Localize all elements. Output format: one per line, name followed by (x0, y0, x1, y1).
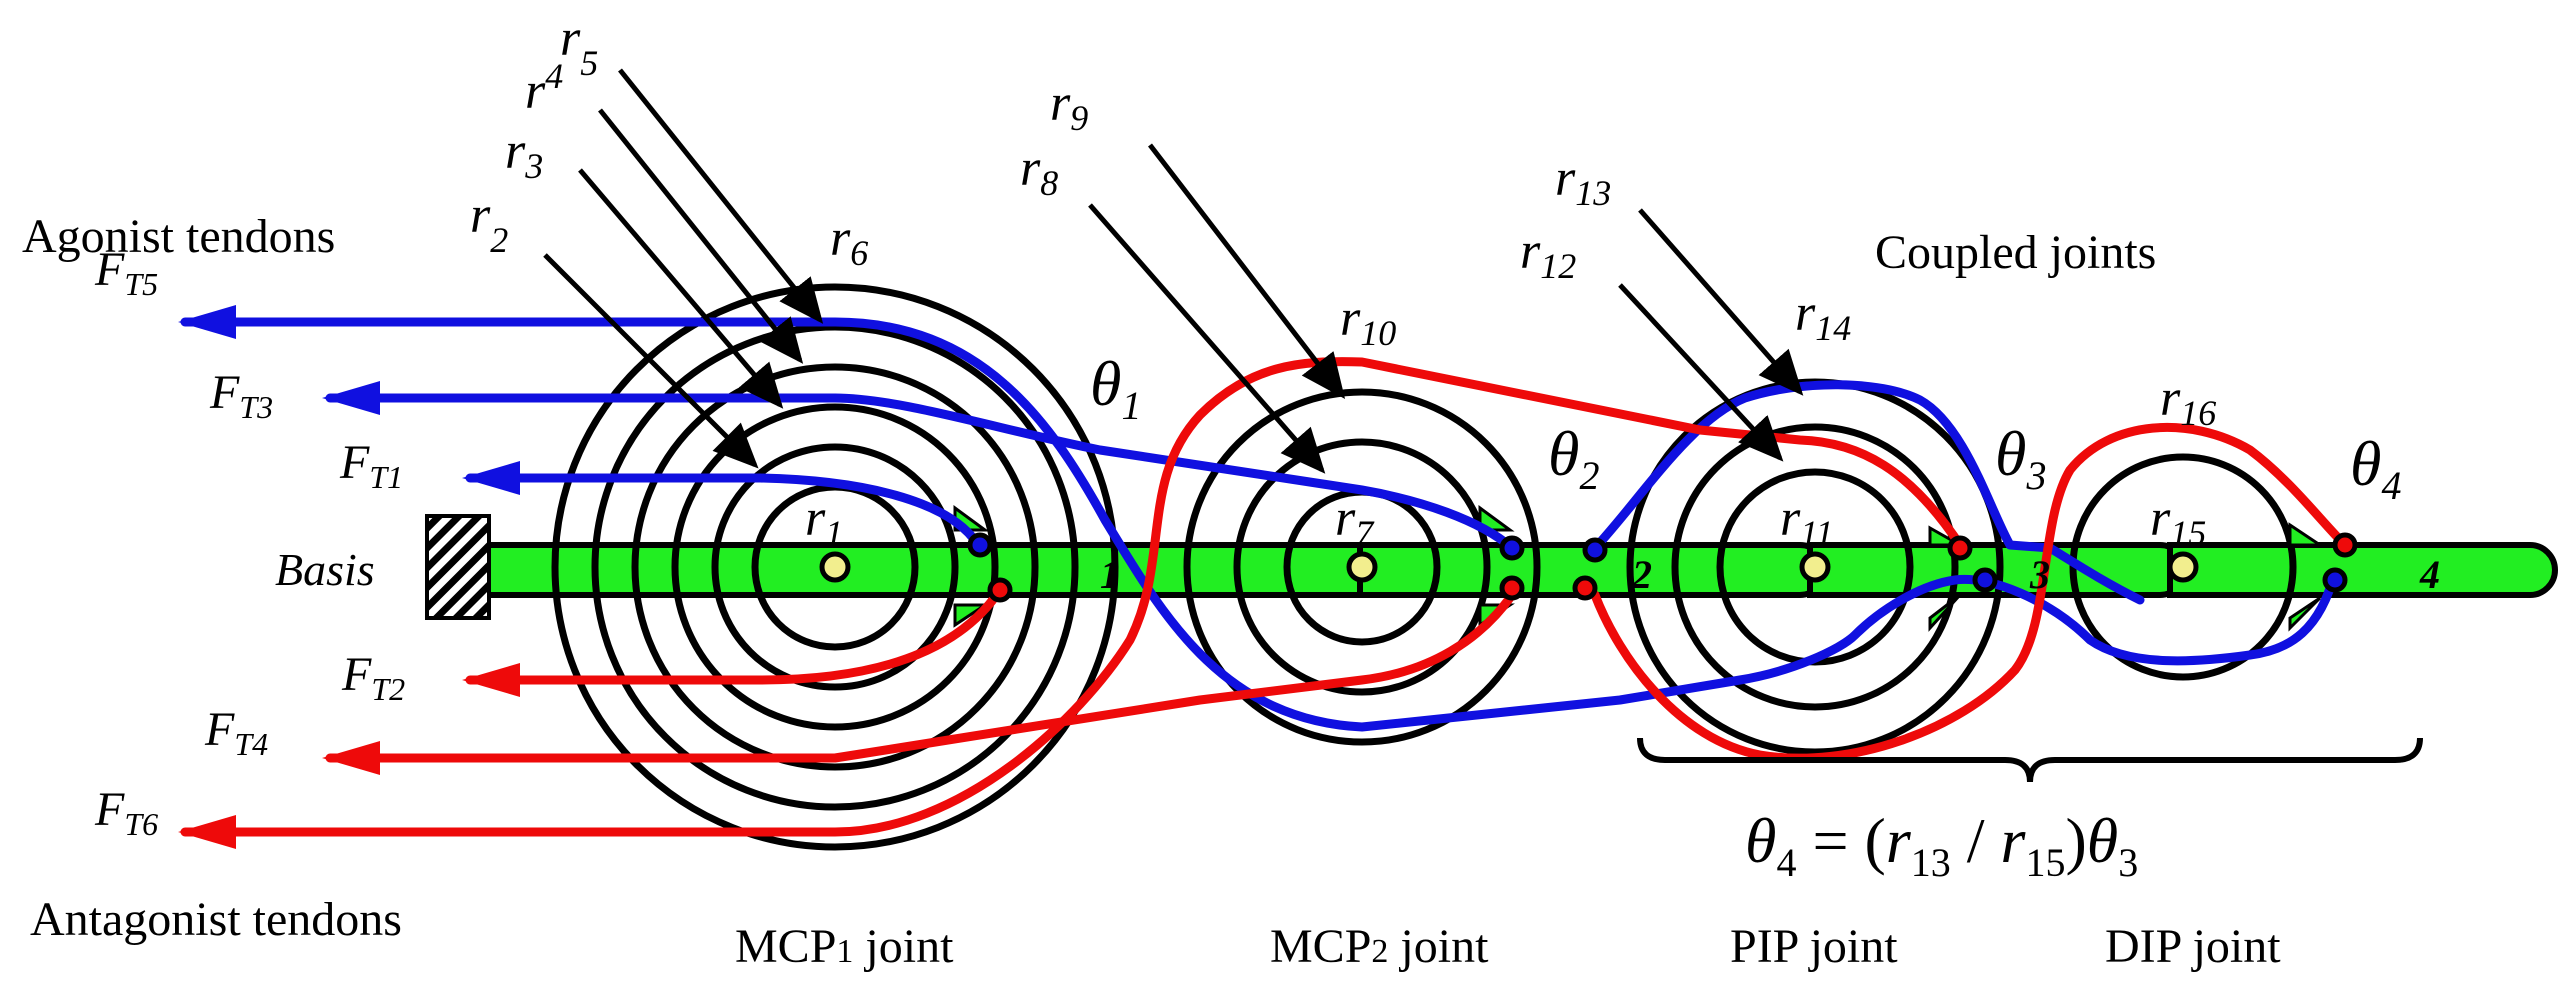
arrowhead-t1 (462, 461, 520, 495)
mcp2-joint-label: MCP2 joint (1270, 920, 1489, 973)
tendon-t3 (325, 393, 1517, 553)
angle-theta3-label: θ3 (1995, 418, 2046, 498)
force-t2-label: FT2 (341, 648, 405, 707)
arrowhead-t2 (462, 663, 520, 697)
radius-r2-label: r2 (470, 187, 508, 260)
finger-link-4 (2167, 542, 2558, 598)
radius-r8-label: r8 (1020, 140, 1058, 203)
radius-r10-label: r10 (1340, 290, 1396, 353)
antagonist-tendons (180, 357, 2350, 837)
radius-r4-label: r4 (525, 56, 563, 120)
force-t5-label: FT5 (94, 243, 158, 302)
radius-r15-label: r15 (2150, 490, 2206, 553)
angle-theta1-label: θ1 (1090, 348, 1141, 428)
tendon-coupled-red (1590, 423, 2350, 763)
agonist-tendons-label: Agonist tendons (22, 210, 335, 263)
antagonist-tendons-label: Antagonist tendons (30, 893, 402, 946)
coupling-equation: θ4 = (r13 / r15)θ3 (1745, 805, 2138, 885)
radius-r11-label: r11 (1780, 490, 1834, 553)
radius-r7-label: r7 (1335, 490, 1375, 553)
radius-r1-label: r1 (805, 490, 843, 553)
radius-r5-label: r5 (560, 10, 598, 83)
segment-4-label: 4 (2419, 552, 2440, 597)
coupled-joints-label: Coupled joints (1875, 226, 2156, 279)
pin-mcp2 (1346, 551, 1378, 583)
tendon-t6 (180, 357, 1965, 837)
angle-theta2-label: θ2 (1548, 418, 1599, 498)
tendon-t4 (325, 590, 1517, 763)
radius-r9-label: r9 (1050, 75, 1088, 138)
force-t1-label: FT1 (339, 436, 403, 495)
force-t3-label: FT3 (209, 366, 273, 425)
joint-pins (819, 551, 2199, 583)
tendon-t1 (465, 473, 983, 550)
radius-r13-label: r13 (1555, 150, 1611, 213)
dip-joint-label: DIP joint (2105, 920, 2281, 973)
tendon-coupled (1590, 380, 2145, 605)
force-t4-label: FT4 (204, 703, 268, 762)
coupled-brace (1637, 737, 2423, 783)
pin-pip (1799, 551, 1831, 583)
radius-r6-label: r6 (830, 210, 868, 273)
mcp1-joint-label: MCP1 joint (735, 920, 954, 973)
segment-1-label: 1 (1100, 552, 1120, 597)
radius-r14-label: r14 (1795, 285, 1851, 348)
basis-block (425, 514, 491, 620)
radius-r12-label: r12 (1520, 223, 1576, 286)
tendon-t2 (465, 585, 1005, 685)
force-arrowheads (178, 305, 520, 849)
pin-dip (2167, 551, 2199, 583)
radius-pointers (543, 68, 1804, 474)
radius-r3-label: r3 (505, 123, 543, 186)
arrowhead-t6 (178, 815, 236, 849)
mcp1-pulleys (551, 283, 1119, 851)
segment-2-label: 2 (1631, 552, 1652, 597)
pin-mcp1 (819, 551, 851, 583)
tendon-t5 (180, 317, 2340, 732)
anchor-dots (967, 532, 2358, 603)
pip-joint-label: PIP joint (1730, 920, 1898, 973)
radius-r16-label: r16 (2160, 370, 2216, 433)
angle-theta4-label: θ4 (2350, 428, 2401, 508)
segment-3-label: 3 (2029, 552, 2050, 597)
finger-link-1 (482, 542, 1408, 598)
arrowhead-t4 (322, 741, 380, 775)
force-t6-label: FT6 (94, 783, 158, 842)
agonist-tendons (180, 317, 2340, 732)
arrowhead-t5 (178, 305, 236, 339)
basis-label: Basis (275, 544, 375, 595)
arrowhead-t3 (322, 381, 380, 415)
